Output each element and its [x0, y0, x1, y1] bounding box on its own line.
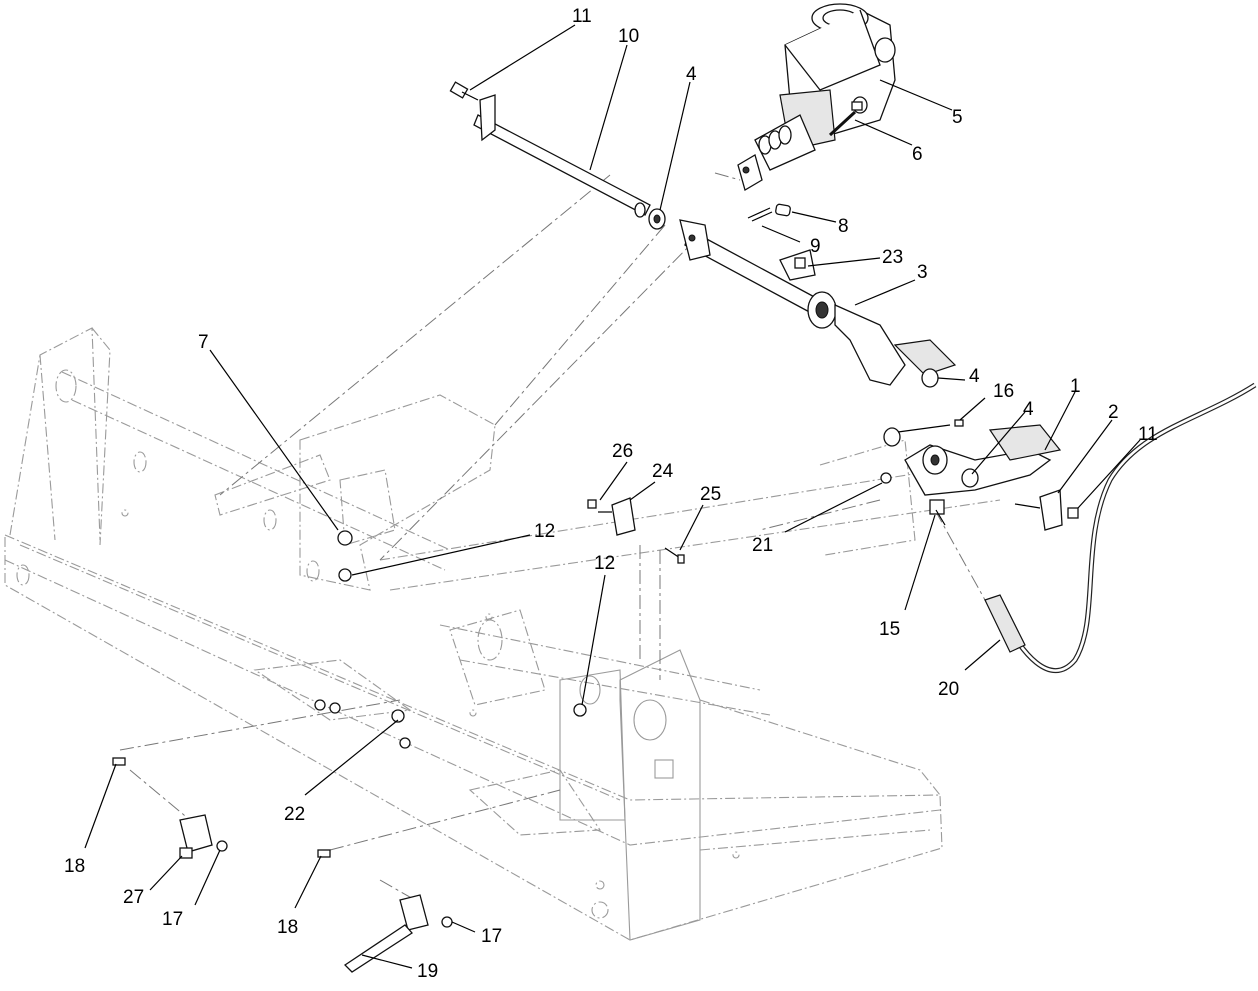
cable-fitting [929, 499, 946, 526]
bolt-6 [828, 101, 863, 137]
bolt-22 [314, 699, 411, 749]
pushrod-boot [714, 114, 816, 191]
callout-8: 8 [838, 216, 849, 237]
shaft-rod [473, 94, 651, 218]
switch-24 [587, 497, 636, 536]
master-cylinder [779, 3, 896, 151]
pin-18-lower [317, 849, 331, 858]
callout-6: 6 [912, 144, 923, 165]
callout-23: 23 [882, 247, 903, 268]
callout-3: 3 [917, 262, 928, 283]
nut-7 [337, 530, 353, 546]
pedal-arm [679, 219, 957, 386]
bolt-16 [954, 419, 964, 427]
callout-1: 1 [1070, 376, 1081, 397]
leader-lines [84, 24, 1141, 969]
pedal-bracket [904, 424, 1062, 496]
callout-17-left: 17 [162, 909, 183, 930]
callout-20: 20 [938, 679, 959, 700]
callout-7: 7 [198, 332, 209, 353]
callout-27: 27 [123, 887, 144, 908]
callout-15: 15 [879, 619, 900, 640]
callout-labels: 11 10 4 5 6 8 9 23 3 7 4 16 4 1 2 11 26 … [64, 6, 1158, 982]
callout-18-left: 18 [64, 856, 85, 877]
clevis-pin [775, 203, 791, 217]
callout-11-right: 11 [1138, 424, 1158, 445]
nut-12-lower [573, 703, 587, 717]
washer-17-left [216, 840, 228, 852]
callout-24: 24 [652, 461, 674, 482]
callout-4-top: 4 [686, 64, 697, 85]
callout-4-pedal: 4 [969, 366, 980, 387]
callout-19: 19 [417, 961, 438, 982]
nut-21 [880, 472, 892, 484]
sensor-rod-19 [343, 894, 429, 973]
callout-5: 5 [952, 107, 963, 128]
brake-cable [984, 382, 1257, 674]
callout-16: 16 [993, 381, 1014, 402]
bolt-top [449, 81, 479, 101]
bushing-pedal [921, 368, 939, 388]
callout-2: 2 [1108, 402, 1119, 423]
washer-17-lower [441, 916, 453, 928]
bolt-25 [664, 547, 685, 564]
callout-11-top: 11 [572, 6, 592, 27]
bushing-bracket [883, 427, 901, 447]
callout-17-lower: 17 [481, 926, 502, 947]
nut-12-upper [338, 568, 352, 582]
assembly-lines [119, 174, 986, 901]
pin-18-left [112, 757, 126, 766]
callout-10: 10 [618, 26, 639, 47]
callout-12-lower: 12 [594, 553, 615, 574]
frame-outline [4, 327, 1001, 941]
bushing-top [648, 208, 666, 230]
cotter-pin [747, 207, 773, 222]
callout-21: 21 [752, 535, 773, 556]
callout-12-upper: 12 [534, 521, 555, 542]
callout-9: 9 [810, 236, 821, 257]
callout-25: 25 [700, 484, 721, 505]
callout-22: 22 [284, 804, 305, 825]
clip-23 [794, 257, 806, 269]
link-plate [1014, 489, 1079, 531]
callout-4-bracket: 4 [1023, 399, 1034, 420]
callout-26: 26 [612, 441, 633, 462]
callout-18-lower: 18 [277, 917, 298, 938]
sensor-27 [179, 814, 213, 859]
